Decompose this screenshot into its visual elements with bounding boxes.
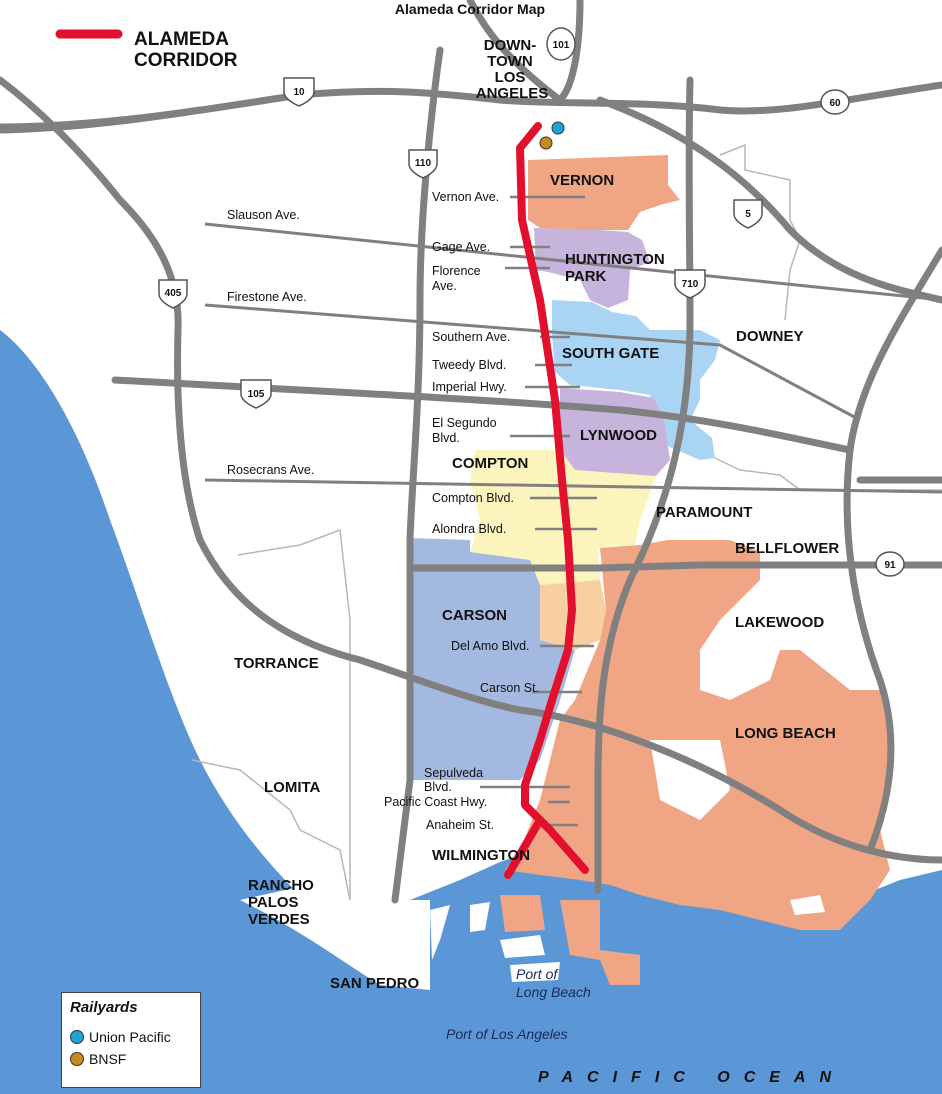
- port-long-beach-line1: Port of: [516, 966, 559, 982]
- svg-text:91: 91: [884, 560, 896, 571]
- state-shield-60: 60: [820, 89, 850, 115]
- street-tweedy: Tweedy Blvd.: [432, 358, 506, 372]
- interstate-shield-105: 105: [240, 379, 272, 409]
- state-shield-91: 91: [875, 551, 905, 577]
- interstate-shield-405: 405: [158, 279, 188, 309]
- city-carson: CARSON: [442, 607, 507, 624]
- alameda-corridor-route: [504, 122, 589, 879]
- city-paramount: PARAMOUNT: [656, 504, 752, 521]
- svg-text:710: 710: [682, 279, 699, 290]
- downtown-line4: ANGELES: [476, 85, 549, 102]
- vernon-area: [528, 155, 680, 230]
- city-lakewood: LAKEWOOD: [735, 614, 824, 631]
- port-los-angeles: Port of Los Angeles: [446, 1026, 568, 1042]
- long-beach-port-piers: [500, 895, 640, 985]
- street-sepulveda-line2: Blvd.: [424, 780, 452, 794]
- harbor-piers: [430, 895, 825, 982]
- legend-label-union-pacific: Union Pacific: [89, 1029, 171, 1045]
- interstate-shield-110: 110: [408, 149, 438, 179]
- san-pedro-land: [240, 880, 430, 990]
- city-wilmington: WILMINGTON: [432, 847, 530, 864]
- street-compton-blvd: Compton Blvd.: [432, 491, 514, 505]
- map-title: Alameda Corridor Map: [395, 1, 545, 17]
- city-torrance: TORRANCE: [234, 655, 319, 672]
- street-pacific-coast-hwy: Pacific Coast Hwy.: [384, 795, 487, 809]
- pacific-ocean-label: PACIFIC OCEAN: [538, 1069, 845, 1086]
- union-pacific-swatch-icon: [70, 1030, 84, 1044]
- svg-text:405: 405: [165, 288, 182, 299]
- port-long-beach-line2: Long Beach: [516, 984, 591, 1000]
- svg-text:105: 105: [248, 389, 265, 400]
- arterial-streets: [0, 106, 942, 494]
- street-firestone: Firestone Ave.: [227, 290, 307, 304]
- svg-text:101: 101: [553, 40, 570, 51]
- interstate-shield-5: 5: [733, 199, 763, 229]
- legend-item-bnsf: BNSF: [70, 1051, 126, 1067]
- bnsf-swatch-icon: [70, 1052, 84, 1066]
- railyards-legend: Railyards Union Pacific BNSF: [61, 992, 201, 1088]
- railyards-legend-title: Railyards: [70, 999, 138, 1016]
- city-rancho-line1: RANCHO: [248, 877, 314, 894]
- harbor-water: [410, 855, 520, 990]
- svg-text:60: 60: [829, 98, 841, 109]
- carson-area: [410, 538, 575, 780]
- city-vernon: VERNON: [550, 172, 614, 189]
- downtown-line1: DOWN-: [484, 37, 537, 54]
- city-san-pedro: SAN PEDRO: [330, 975, 420, 992]
- bnsf-railyard-marker: [539, 136, 553, 150]
- legend-corridor-line1: ALAMEDA: [134, 29, 229, 50]
- legend-corridor-line2: CORRIDOR: [134, 50, 238, 71]
- city-bellflower: BELLFLOWER: [735, 540, 839, 557]
- city-downey: DOWNEY: [736, 328, 804, 345]
- street-alondra: Alondra Blvd.: [432, 522, 506, 536]
- city-huntington-park-line2: PARK: [565, 268, 607, 285]
- city-lomita: LOMITA: [264, 779, 321, 796]
- street-florence-line1: Florence: [432, 264, 481, 278]
- city-rancho-line3: VERDES: [248, 911, 310, 928]
- city-long-beach: LONG BEACH: [735, 725, 836, 742]
- union-pacific-railyard-marker: [551, 121, 565, 135]
- downtown-label: DOWN- TOWN LOS ANGELES: [476, 37, 549, 102]
- interstate-shield-10: 10: [283, 77, 315, 107]
- city-huntington-park-line1: HUNTINGTON: [565, 251, 665, 268]
- street-southern: Southern Ave.: [432, 330, 510, 344]
- long-beach-white-pocket: [650, 740, 730, 820]
- street-florence-line2: Ave.: [432, 279, 457, 293]
- downtown-line3: LOS: [495, 69, 526, 86]
- street-slauson: Slauson Ave.: [227, 208, 300, 222]
- street-vernon-ave: Vernon Ave.: [432, 190, 499, 204]
- city-south-gate: SOUTH GATE: [562, 345, 659, 362]
- street-el-segundo-line2: Blvd.: [432, 431, 460, 445]
- huntington-park-area: [534, 228, 650, 308]
- street-sepulveda-line1: Sepulveda: [424, 766, 483, 780]
- interstate-shield-710: 710: [674, 269, 706, 299]
- svg-text:5: 5: [745, 209, 751, 220]
- downtown-line2: TOWN: [487, 53, 533, 70]
- city-compton: COMPTON: [452, 455, 528, 472]
- street-del-amo: Del Amo Blvd.: [451, 639, 530, 653]
- street-anaheim: Anaheim St.: [426, 818, 494, 832]
- street-carson-st: Carson St.: [480, 681, 539, 695]
- city-rancho-line2: PALOS: [248, 894, 299, 911]
- street-gage: Gage Ave.: [432, 240, 490, 254]
- svg-text:10: 10: [293, 87, 305, 98]
- street-rosecrans: Rosecrans Ave.: [227, 463, 314, 477]
- street-el-segundo-line1: El Segundo: [432, 416, 497, 430]
- svg-text:110: 110: [415, 158, 432, 169]
- long-beach-area: [505, 540, 892, 930]
- street-imperial: Imperial Hwy.: [432, 380, 507, 394]
- us-shield-101: 101: [546, 27, 576, 61]
- legend-item-union-pacific: Union Pacific: [70, 1029, 171, 1045]
- city-lynwood: LYNWOOD: [580, 427, 657, 444]
- legend-label-bnsf: BNSF: [89, 1051, 127, 1067]
